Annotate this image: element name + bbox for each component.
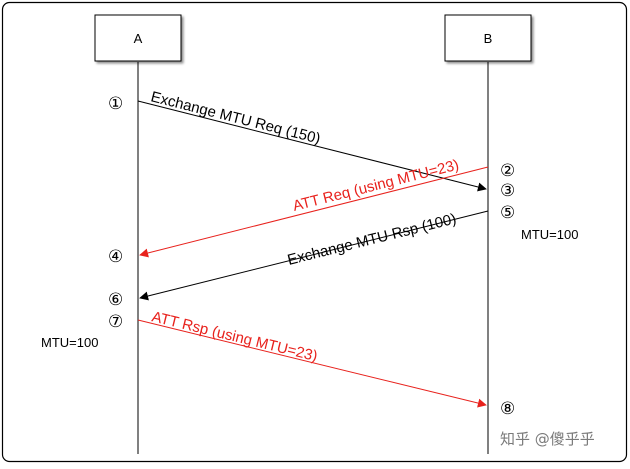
step-4-marker: ④ [108,247,123,267]
watermark-text: 知乎 @傻乎乎 [500,430,595,448]
step-3-marker: ③ [500,181,515,201]
label-att-rsp: ATT Rsp (using MTU=23) [150,308,319,365]
step-5-marker: ⑤ [500,203,515,223]
label-att-req: ATT Req (using MTU=23) [291,156,461,214]
label-exchange-mtu-req: Exchange MTU Req (150) [149,88,322,147]
participant-b-label: B [484,31,493,46]
participant-b-box: B [444,14,532,62]
step-1-marker: ① [108,94,123,114]
step-2-marker: ② [500,161,515,181]
step-7-marker: ⑦ [108,312,123,332]
mtu-note-a: MTU=100 [41,335,98,350]
arrow-att-req [139,166,489,258]
step-6-marker: ⑥ [108,290,123,310]
mtu-note-b: MTU=100 [521,227,578,242]
label-exchange-mtu-rsp: Exchange MTU Rsp (100) [286,210,458,268]
arrow-exchange-mtu-rsp [139,210,489,301]
arrow-att-rsp [137,319,487,408]
arrow-exchange-mtu-req [137,100,487,192]
participant-a-box: A [94,14,182,62]
participant-a-label: A [134,31,143,46]
step-8-marker: ⑧ [500,399,515,419]
